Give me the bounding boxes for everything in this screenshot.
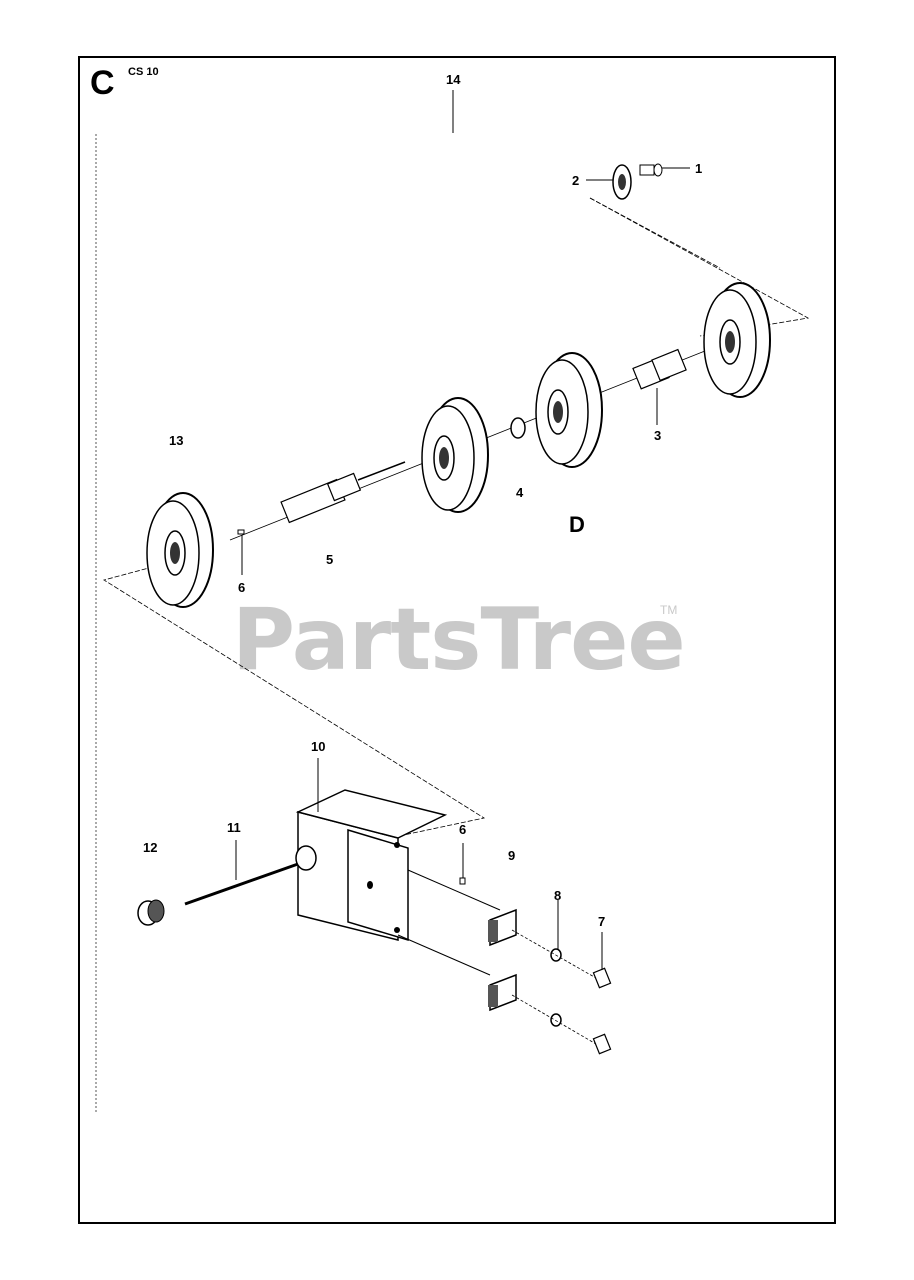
clamp-plate-upper [488, 908, 517, 947]
pulley-left [146, 492, 214, 608]
callout-13: 13 [169, 433, 184, 448]
callout-7: 7 [598, 914, 606, 929]
rod-end-cap [295, 845, 317, 871]
knob-part-12 [137, 899, 165, 926]
pin-part-6-lower [459, 877, 466, 885]
callout-6-lower: 6 [459, 822, 467, 837]
pulley-middle-right [535, 352, 603, 468]
screw-part-7-upper [592, 967, 612, 989]
callout-3: 3 [654, 428, 662, 443]
shaft-part-5 [280, 461, 406, 524]
pulley-right [703, 282, 771, 398]
lower-group-outline [103, 564, 486, 841]
diagram-frame [78, 56, 836, 1224]
screw-part-1 [639, 163, 663, 177]
clamp-plate-lower [488, 973, 517, 1012]
washer-part-2 [612, 164, 632, 200]
callout-1: 1 [695, 161, 703, 176]
upper-group-outline [589, 197, 810, 337]
watermark: PartsTree [232, 590, 686, 690]
spacer-part-3 [632, 348, 687, 390]
callout-2: 2 [572, 173, 580, 188]
callout-4: 4 [516, 485, 524, 500]
sub-section-letter: D [569, 512, 585, 537]
callout-12: 12 [143, 840, 158, 855]
pin-part-6 [237, 529, 245, 535]
screw-part-7-lower [592, 1033, 612, 1055]
pulley-middle-left [421, 397, 489, 513]
bracket-part-10 [295, 789, 448, 942]
callout-9: 9 [508, 848, 516, 863]
model-label: CS 10 [128, 66, 159, 78]
callout-6-upper: 6 [238, 580, 246, 595]
callout-14: 14 [446, 72, 461, 87]
washer-part-8-lower [550, 1013, 562, 1027]
rod-part-11 [184, 862, 299, 906]
trademark-mark: TM [660, 603, 678, 617]
section-letter: C [90, 64, 115, 102]
callout-5: 5 [326, 552, 334, 567]
callout-11: 11 [227, 820, 241, 835]
callout-8: 8 [554, 888, 562, 903]
callout-10: 10 [311, 739, 326, 754]
ring-part-4 [510, 417, 526, 439]
